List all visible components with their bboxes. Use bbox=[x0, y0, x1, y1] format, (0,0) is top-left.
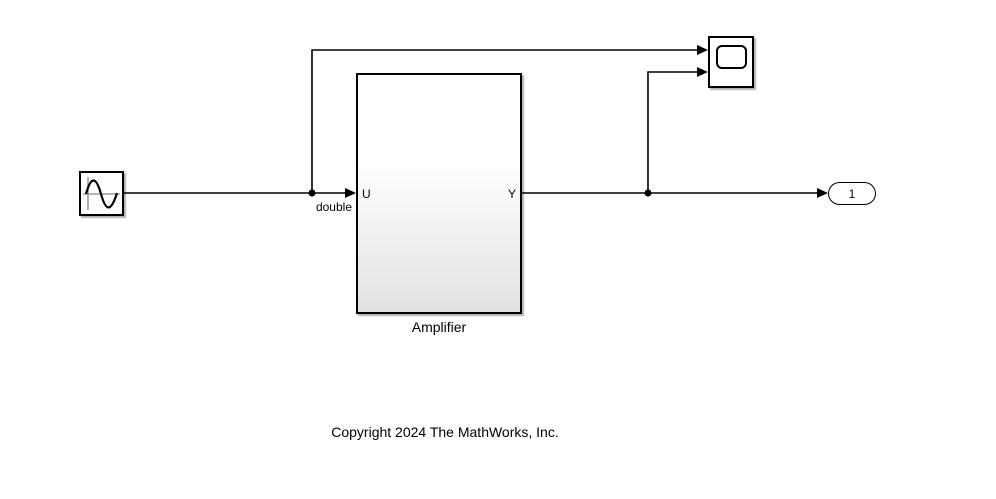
scope-display-icon bbox=[716, 45, 747, 69]
signal-datatype-label: double bbox=[315, 200, 352, 214]
amplifier-subsystem-block[interactable]: U Y bbox=[356, 73, 522, 314]
amplifier-output-port-label: Y bbox=[507, 187, 516, 201]
amplifier-input-port-label: U bbox=[362, 187, 371, 201]
signal-branch-to-scope-input2[interactable] bbox=[644, 67, 709, 197]
sine-wave-block[interactable] bbox=[79, 171, 124, 216]
scope-block[interactable] bbox=[708, 36, 754, 88]
amplifier-block-name[interactable]: Amplifier bbox=[411, 319, 467, 335]
signal-amplifier-to-outport[interactable] bbox=[522, 188, 828, 198]
branch-junction-dot bbox=[644, 189, 652, 197]
copyright-annotation: Copyright 2024 The MathWorks, Inc. bbox=[331, 424, 559, 440]
signal-branch-to-scope-input1[interactable] bbox=[308, 45, 709, 197]
signal-sine-to-amplifier[interactable] bbox=[124, 188, 356, 198]
branch-junction-dot bbox=[308, 189, 316, 197]
outport-number-label: 1 bbox=[848, 186, 856, 201]
sine-wave-icon bbox=[83, 177, 120, 210]
outport-block[interactable]: 1 bbox=[828, 182, 876, 205]
